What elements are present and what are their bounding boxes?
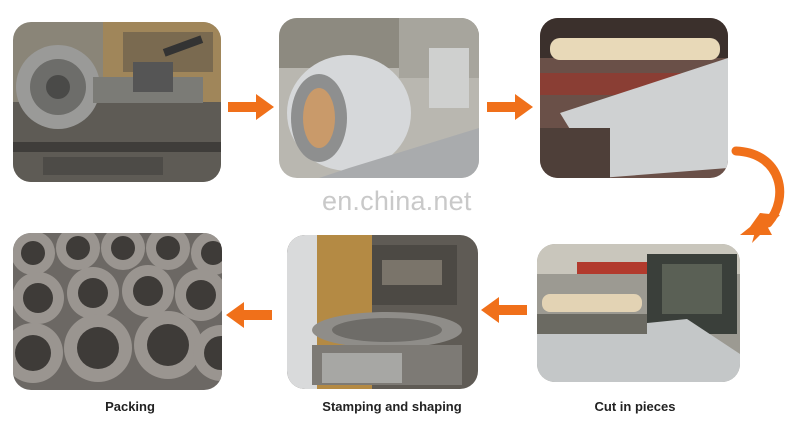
photo-cut-in-pieces <box>537 244 740 382</box>
photo-sheet-rolling <box>540 18 728 178</box>
photo-packing <box>13 233 222 390</box>
caption-packing: Packing <box>105 399 155 414</box>
arrow-curved-down <box>730 143 790 249</box>
caption-cut-in-pieces: Cut in pieces <box>594 399 676 414</box>
arrow-left-1 <box>481 296 527 324</box>
photo-steel-coils <box>279 18 479 178</box>
watermark-text: en.china.net <box>322 186 472 216</box>
arrow-left-2 <box>226 301 272 329</box>
photo-stamping-shaping <box>287 235 478 389</box>
arrow-right-1 <box>228 92 274 122</box>
photo-lathe-machine <box>13 22 221 182</box>
caption-stamping-shaping: Stamping and shaping <box>322 399 462 414</box>
arrow-right-2 <box>487 92 533 122</box>
